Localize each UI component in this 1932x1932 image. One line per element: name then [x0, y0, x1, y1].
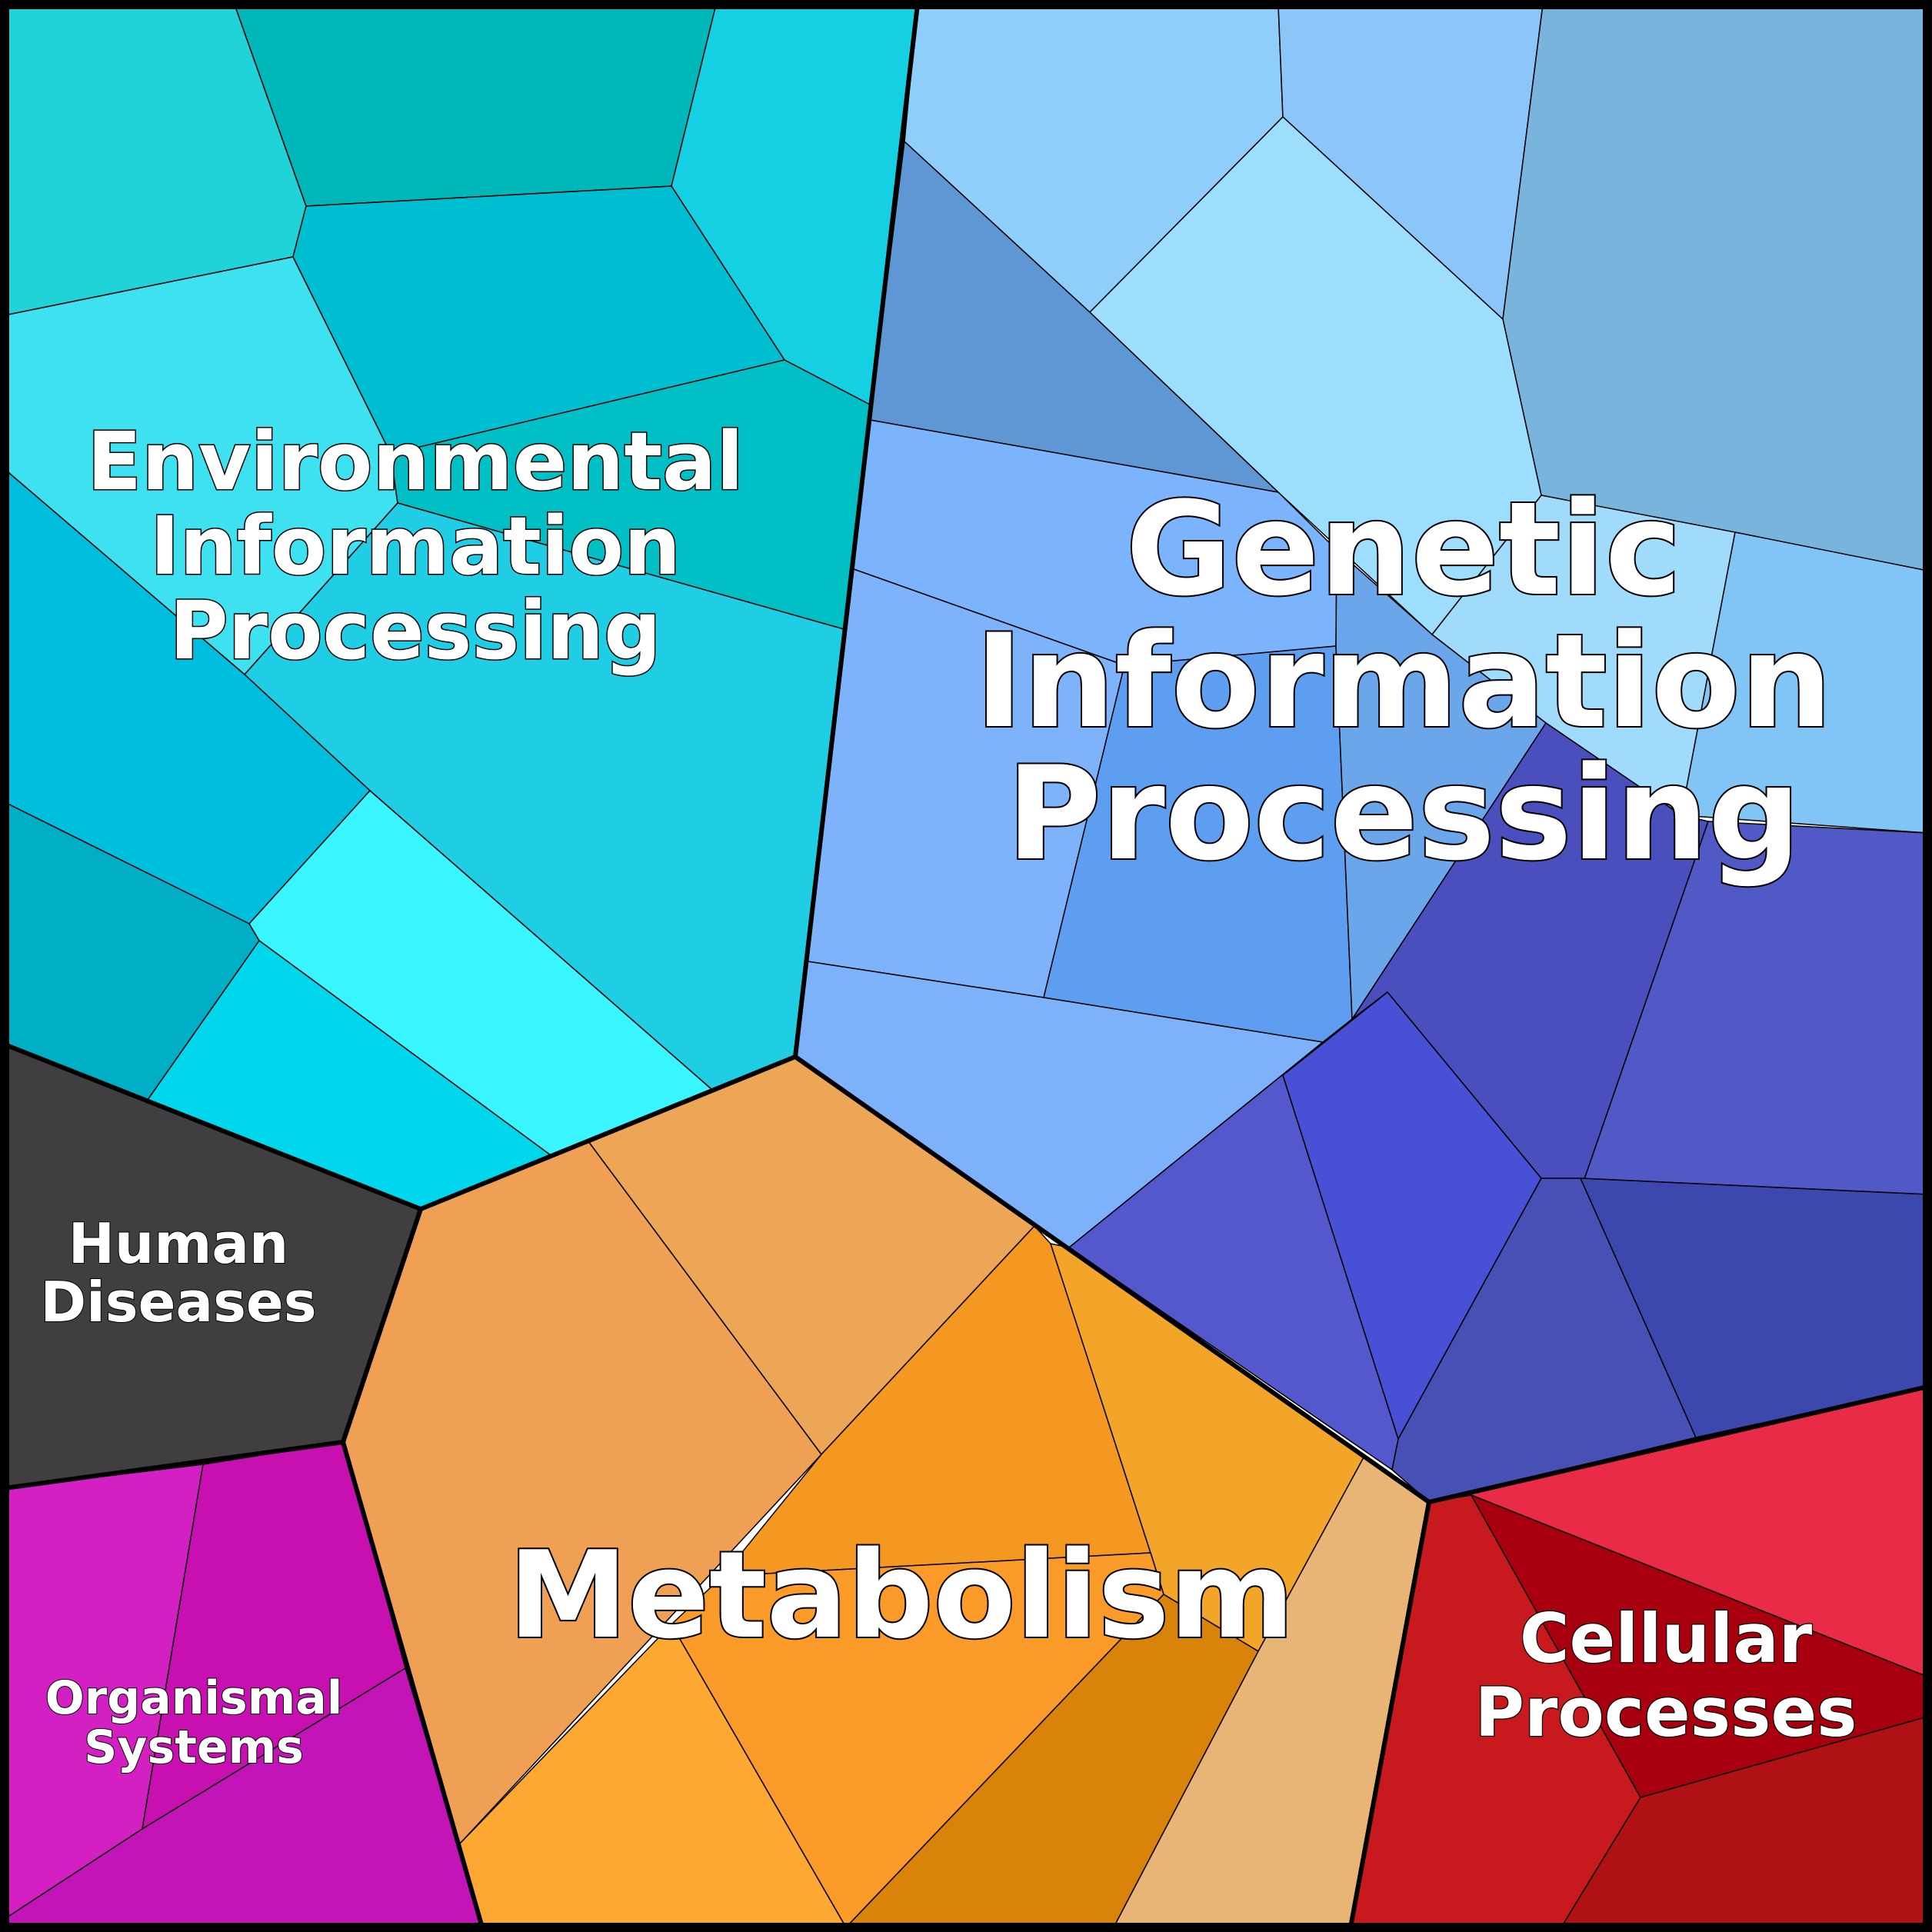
- environmental-cell: [292, 185, 785, 455]
- environmental-genetic-border: [793, 4, 920, 1058]
- diseases-organismal-border: [4, 1440, 344, 1491]
- genetic-cell: [1335, 549, 1547, 1020]
- cellular-label-line: Cellular: [1520, 1599, 1813, 1678]
- genetic-metabolism-border: [794, 1054, 1431, 1504]
- environmental-diseases-border: [3, 1042, 422, 1211]
- genetic-cellular-border: [1428, 1384, 1928, 1504]
- genetic-cell: [1043, 645, 1353, 1043]
- genetic-label-line: Information: [975, 606, 1833, 757]
- cellular-label-line: Processes: [1474, 1673, 1857, 1752]
- metabolism-label: Metabolism: [508, 1525, 1294, 1665]
- human-diseases-label-line: Human: [68, 1211, 288, 1276]
- metabolism-label-line: Metabolism: [508, 1525, 1294, 1665]
- region-borders: [3, 4, 1928, 1928]
- environmental-metabolism-border: [419, 1054, 797, 1211]
- genetic-label-line: Genetic: [1126, 474, 1682, 625]
- organismal-metabolism-border: [341, 1441, 485, 1928]
- organismal-label-line: Systems: [84, 1720, 304, 1774]
- metabolism-cell: [671, 1552, 1164, 1928]
- organismal-label-line: Organismal: [45, 1671, 343, 1725]
- metabolism-cellular-border: [1348, 1501, 1431, 1928]
- environmental-cell: [234, 4, 717, 207]
- environmental-label-line: Processing: [169, 584, 661, 678]
- human-diseases-label-line: Diseases: [40, 1270, 316, 1334]
- environmental-label-line: Information: [150, 499, 681, 593]
- diseases-metabolism-border: [341, 1208, 423, 1443]
- genetic-label-line: Processing: [1007, 738, 1800, 889]
- treemap-cells: [4, 4, 1928, 1928]
- environmental-label-line: Environmental: [87, 415, 744, 508]
